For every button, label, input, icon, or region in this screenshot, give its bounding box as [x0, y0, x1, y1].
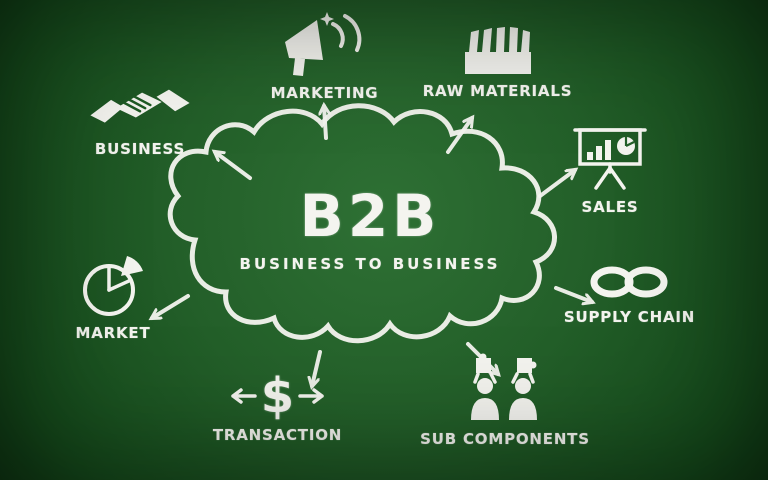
center-title-block: B2B BUSINESS TO BUSINESS	[238, 186, 502, 273]
arrow-to-market	[152, 294, 190, 318]
node-raw-materials: RAW MATERIALS	[415, 18, 580, 100]
arrow-right-icon	[298, 388, 324, 404]
arrow-to-supply-chain	[554, 286, 592, 302]
page-subtitle: BUSINESS TO BUSINESS	[239, 254, 501, 273]
handshake-icon	[90, 89, 190, 123]
label-sub-components: SUB COMPONENTS	[420, 430, 590, 448]
puzzle-people-icon	[471, 353, 537, 420]
label-marketing: MARKETING	[270, 84, 379, 102]
node-sub-components: SUB COMPONENTS	[415, 352, 595, 448]
node-transaction: $ TRANSACTION	[200, 372, 355, 444]
label-market: MARKET	[75, 324, 151, 342]
label-sales: SALES	[581, 198, 639, 216]
label-business: BUSINESS	[94, 140, 186, 158]
arrow-left-icon	[231, 388, 257, 404]
pie-chart-icon	[83, 256, 143, 316]
factory-icon	[464, 27, 531, 74]
cloud-outline	[167, 103, 557, 344]
arrow-to-transaction	[312, 350, 322, 386]
megaphone-icon	[284, 12, 361, 76]
node-business: BUSINESS	[70, 72, 210, 158]
label-supply-chain: SUPPLY CHAIN	[563, 308, 696, 326]
node-market: MARKET	[48, 252, 178, 342]
node-supply-chain: SUPPLY CHAIN	[552, 262, 707, 326]
node-marketing: MARKETING	[252, 12, 397, 102]
arrow-to-sales	[538, 170, 575, 198]
transaction-icon: $	[227, 372, 328, 420]
arrow-to-raw-materials	[446, 118, 472, 154]
arrow-to-marketing	[324, 106, 326, 140]
arrow-to-business	[215, 152, 252, 180]
dollar-sign-icon: $	[260, 368, 295, 424]
page-title: B2B	[299, 182, 441, 250]
node-sales: SALES	[550, 122, 670, 216]
label-raw-materials: RAW MATERIALS	[422, 82, 573, 100]
label-transaction: TRANSACTION	[212, 426, 343, 444]
chain-link-icon	[590, 266, 667, 298]
presentation-chart-icon	[573, 128, 647, 190]
